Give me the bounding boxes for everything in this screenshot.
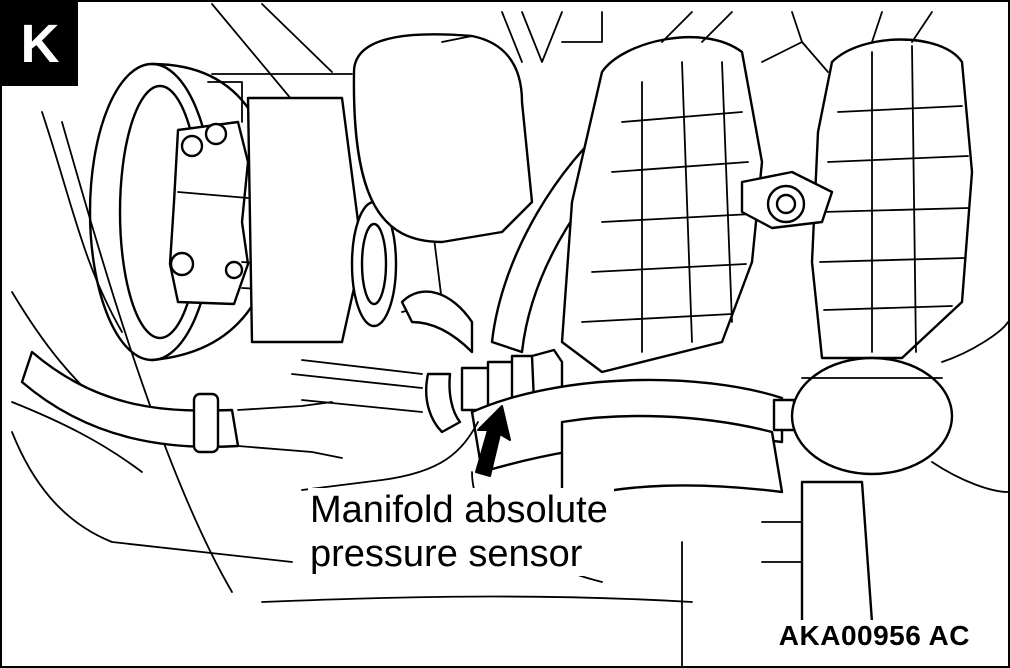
manifold-clip: [740, 170, 834, 230]
lower-tank: [470, 378, 784, 666]
background-lines: [11, 3, 693, 603]
intake-duct: [352, 11, 603, 244]
reservoir-bulb: [761, 321, 1008, 624]
bracket: [168, 120, 353, 306]
reference-code: AKA00956 AC: [774, 620, 974, 652]
pointer-arrow: [475, 405, 511, 477]
callout-line-2: pressure sensor: [310, 533, 583, 575]
callout-label: Manifold absolute pressure sensor: [308, 488, 614, 576]
leader-line: [301, 421, 479, 491]
left-pipe: [20, 350, 343, 459]
callout-line-1: Manifold absolute: [310, 489, 608, 531]
intake-manifold: [560, 11, 974, 374]
throttle-body: [207, 73, 443, 344]
figure-badge: K: [2, 2, 78, 86]
